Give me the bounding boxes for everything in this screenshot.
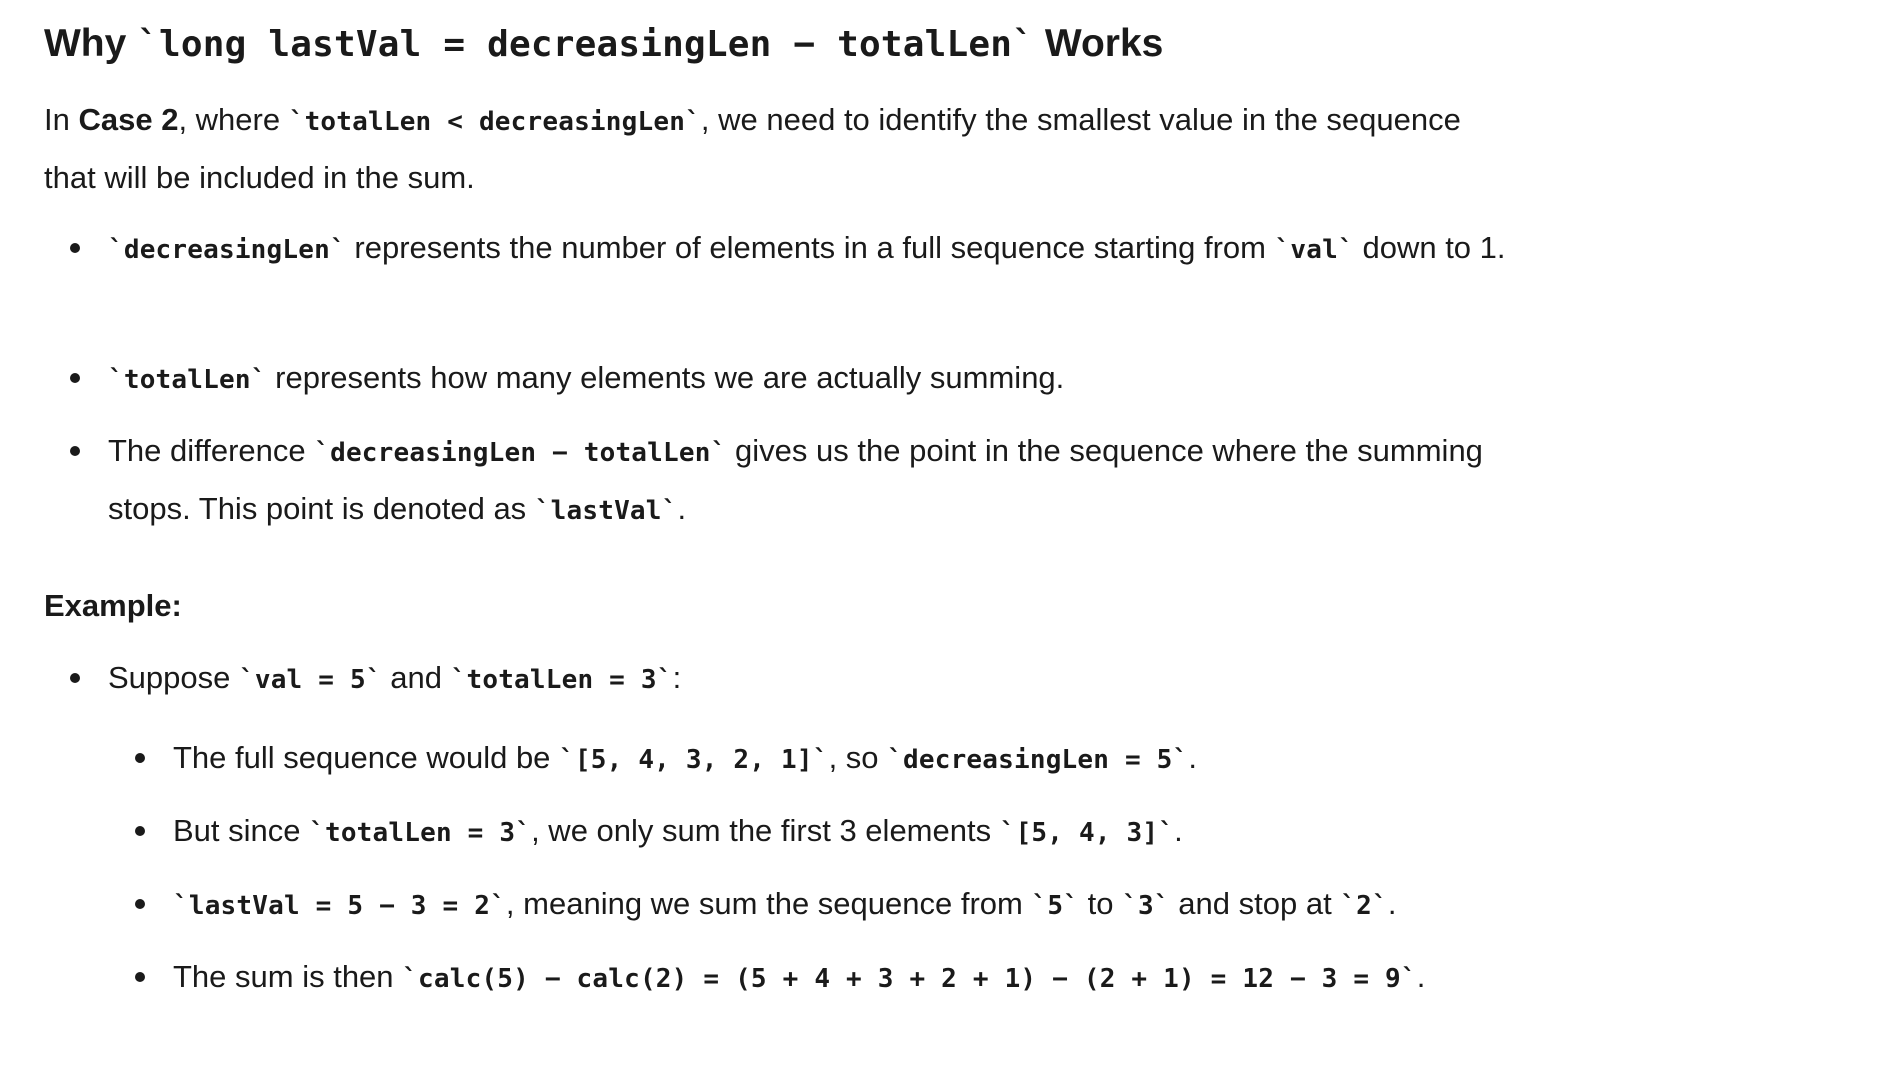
- inline-code: `totalLen = 3`: [309, 818, 532, 848]
- list-item: Suppose `val = 5` and `totalLen = 3`:: [70, 650, 1508, 708]
- inline-code: `totalLen < decreasingLen`: [288, 107, 701, 137]
- inline-code: `totalLen`: [108, 365, 267, 395]
- intro-paragraph: In Case 2, where `totalLen < decreasingL…: [44, 102, 1461, 195]
- inline-code: `calc(5) − calc(2) = (5 + 4 + 3 + 2 + 1)…: [402, 964, 1417, 994]
- inline-code: `val = 5`: [239, 665, 382, 695]
- bullet-icon: [70, 243, 80, 253]
- bullet-icon: [135, 753, 145, 763]
- bullet-icon: [135, 972, 145, 982]
- bullet-icon: [135, 899, 145, 909]
- title-code: `long lastVal = decreasingLen − totalLen…: [137, 24, 1034, 65]
- inline-code: `3`: [1122, 891, 1170, 921]
- inline-code: `val`: [1274, 235, 1354, 265]
- inline-code: `decreasingLen = 5`: [887, 745, 1189, 775]
- inline-code: `lastVal = 5 − 3 = 2`: [173, 891, 506, 921]
- inline-code: `decreasingLen`: [108, 235, 346, 265]
- inline-code: `lastVal`: [534, 496, 678, 526]
- list-item: `totalLen` represents how many elements …: [70, 350, 1508, 408]
- inline-code: `5`: [1031, 891, 1080, 921]
- list-item: The full sequence would be `[5, 4, 3, 2,…: [135, 730, 1493, 788]
- list-item: The sum is then `calc(5) − calc(2) = (5 …: [135, 949, 1493, 1007]
- case-label: Case 2: [78, 102, 179, 137]
- list-item: But since `totalLen = 3`, we only sum th…: [135, 803, 1493, 861]
- inline-code: `[5, 4, 3]`: [999, 818, 1175, 848]
- inline-code: `decreasingLen − totalLen`: [314, 438, 727, 468]
- list-item: `decreasingLen` represents the number of…: [70, 220, 1508, 278]
- bullet-icon: [70, 673, 80, 683]
- example-heading: Example:: [44, 588, 182, 623]
- bullet-icon: [70, 446, 80, 456]
- inline-code: `totalLen = 3`: [450, 665, 673, 695]
- bullet-icon: [135, 826, 145, 836]
- page-title: Why `long lastVal = decreasingLen − tota…: [44, 22, 1164, 65]
- bullet-icon: [70, 373, 80, 383]
- list-item: The difference `decreasingLen − totalLen…: [70, 423, 1508, 539]
- inline-code: `[5, 4, 3, 2, 1]`: [559, 745, 829, 775]
- list-item: `lastVal = 5 − 3 = 2`, meaning we sum th…: [135, 876, 1493, 934]
- inline-code: `2`: [1340, 891, 1388, 921]
